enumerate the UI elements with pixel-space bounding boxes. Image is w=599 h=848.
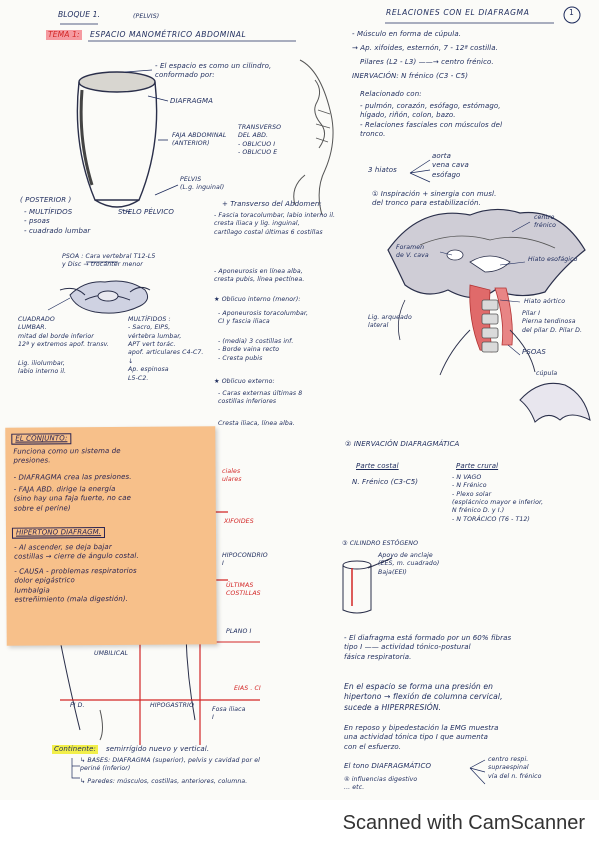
cilindro-heading: ③ CILINDRO ESTÓGENO — [342, 540, 419, 547]
influencias-text: ④ influencias digestivo ... etc. — [344, 776, 418, 792]
tono-branches: centro respi. supraespinal vía del n. fr… — [488, 756, 542, 780]
oblicuo-externo-description: - Caras externas últimas 8 costillas inf… — [218, 390, 303, 406]
camscanner-footer: Scanned with CamScanner — [0, 800, 599, 848]
plano-label: PLANO I — [226, 628, 252, 635]
reposo-text: En reposo y bipedestación la EMG muestra… — [344, 724, 499, 751]
cupula-label: cúpula — [536, 370, 558, 377]
faja-label: FAJA ABDOMINAL (ANTERIOR) — [172, 132, 227, 148]
inervacion-text: INERVACIÓN: N frénico (C3 - C5) — [352, 72, 469, 80]
posterior-list: - MULTÍFIDOS - psoas - cuadrado lumbar — [24, 208, 91, 235]
hipertono-description: - Al ascender, se deja bajar costillas →… — [14, 542, 139, 562]
parte-costal-heading: Parte costal — [356, 462, 399, 470]
fosa-iliaca-label: Fosa iliaca I — [212, 706, 246, 722]
oblicuo-interno-description: - Aponeurosis toracolumbar, CI y fascia … — [218, 310, 309, 326]
eias-label: EIAS . CI — [234, 685, 261, 692]
diafragma-label: DIAFRAGMA — [170, 97, 214, 105]
relaciones-title: RELACIONES CON EL DIAFRAGMA — [386, 8, 530, 17]
parte-costal-nerve: N. Frénico (C3-C5) — [352, 478, 419, 486]
transverso-title: + Transverso del Abdomen: — [222, 200, 322, 208]
cupula-sketch — [519, 382, 591, 423]
ultimas-costillas-label: ÚLTIMAS COSTILLAS — [226, 582, 261, 598]
hiatos-label: 3 hiatos — [368, 166, 397, 174]
hipertono-heading: HIPERTONO DIAFRAGM. — [11, 527, 106, 540]
centro-frenico-label: centro frénico — [534, 214, 557, 230]
ligamento-arqueado-label: Lig. arqueado lateral — [368, 314, 412, 330]
watermark-text: Scanned with CamScanner — [342, 812, 585, 834]
inervacion-diafragmatica-title: ② INERVACIÓN DIAFRAGMÁTICA — [345, 440, 460, 448]
suelo-label: SUELO PÉLVICO — [118, 208, 174, 216]
relacionado-label: Relacionado con: — [360, 90, 422, 98]
conjunto-heading: EL CONJUNTO: — [11, 433, 72, 446]
aponeurosis-text: - Aponeurosis en línea alba, cresta pubi… — [214, 268, 305, 284]
tema-title: ESPACIO MANOMÉTRICO ABDOMINAL — [90, 30, 247, 39]
sketch-layer — [47, 6, 591, 785]
hiatos-list: aorta vena cava esófago — [432, 152, 469, 179]
cilindro-notes: Apoyo de anclaje (EES, m. cuadrado) Baja… — [378, 552, 440, 576]
skeleton-sketch — [293, 59, 334, 216]
pilares-labels: Pilar I Pierna tendinosa del pilar D. Pi… — [522, 310, 583, 334]
psoa-note: PSOA : Cara vertebral T12-L5 y Disc → tr… — [62, 253, 156, 269]
diaphragm-drawing — [387, 208, 586, 376]
espacio-description: - El espacio es como un cilindro, confor… — [155, 62, 272, 80]
oblicuo-interno-insertion: - (media) 3 costillas inf. - Borde vaina… — [218, 338, 294, 362]
diafragma-pressure-line: - DIAFRAGMA crea las presiones. — [13, 472, 132, 482]
inspiracion-text: ① Inspiración + sinergia con musl. del t… — [372, 190, 497, 208]
hiato-esofagico-label: Hiato esofágico — [528, 256, 578, 263]
regions-red-heading: ciales ulares — [222, 468, 242, 484]
hipogastrio-label: HIPOGASTRIO — [150, 702, 194, 709]
relacionado-list: - pulmón, corazón, esófago, estómago, hí… — [360, 102, 503, 139]
sticky-note: EL CONJUNTO: Funciona como un sistema de… — [5, 426, 217, 646]
oblicuo-externo-insertion: Cresta iliaca, línea alba. — [218, 420, 295, 427]
scanned-page: BLOQUE 1. (PELVIS) TEMA 1: ESPACIO MANOM… — [5, 6, 591, 792]
bases-text: ↳ BASES: DIAFRAGMA (superior), pelvis y … — [80, 757, 260, 773]
umbilical-label: UMBILICAL — [94, 650, 129, 657]
hipocondrio-label: HIPOCONDRIO I — [222, 552, 268, 568]
tema-label: TEMA 1: — [46, 30, 82, 41]
oblicuo-interno-title: ★ Oblicuo interno (menor): — [214, 296, 301, 303]
faja-muscles: TRANSVERSO DEL ABD. - OBLICUO I - OBLICU… — [238, 124, 282, 157]
continente-description: semirrígido nuevo y vertical. — [106, 745, 210, 753]
musculo-cupula: - Músculo en forma de cúpula. — [352, 30, 462, 38]
parte-crural-heading: Parte crural — [456, 462, 499, 470]
pelvis-label: PELVIS (L.g. inguinal) — [180, 176, 225, 192]
espacio-presion-text: En el espacio se forma una presión en hi… — [344, 682, 503, 712]
multifidos-description: MULTÍFIDOS : - Sacro, EIPS, vértebra lum… — [128, 316, 204, 382]
vertebra-sketch — [59, 280, 151, 314]
posterior-label: ( POSTERIOR ) — [20, 196, 72, 204]
faja-energy-line: - FAJA ABD. dirige la energía (sino hay … — [13, 484, 132, 513]
paredes-text: ↳ Paredes: músculos, costillas, anterior… — [80, 778, 248, 785]
page-number: 1 — [569, 8, 574, 17]
tono-text: El tono DIAFRAGMÁTICO — [344, 762, 432, 770]
oblicuo-externo-title: ★ Oblicuo externo: — [214, 378, 275, 385]
fibras-text: - El diafragma está formado por un 60% f… — [344, 634, 512, 661]
cilindro-sketch — [342, 557, 393, 614]
pilares-text: Pilares (L2 - L3) ——→ centro frénico. — [360, 58, 494, 66]
continente-label: Continente: — [52, 745, 98, 755]
transverso-description: - Fascia toracolumbar, labio interno il.… — [214, 212, 336, 236]
conjunto-description: Funciona como un sistema de presiones. — [13, 446, 121, 466]
parte-crural-list: - N VAGO - N Frénico - Plexo solar (espl… — [452, 474, 544, 523]
cylinder-drawing — [76, 71, 158, 208]
hipertono-causes: - CAUSA - problemas respiratorios dolor … — [14, 566, 137, 604]
cuadrado-description: CUADRADO LUMBAR. mitad del borde inferio… — [18, 316, 109, 349]
hiato-aortico-label: Hiato aórtico — [524, 298, 566, 305]
xifoides-label: XIFOIDES — [224, 518, 254, 525]
foramen-vena-cava-label: Foramen de V. cava — [396, 244, 429, 260]
psoas-label: PSOAS — [522, 348, 546, 356]
pelvis-note: (PELVIS) — [133, 13, 160, 20]
origen-xifoides: → Ap. xifoides, esternón, 7 - 12ª costil… — [352, 44, 498, 52]
fid-label: FI D. — [70, 702, 85, 709]
page-number-circle — [563, 6, 581, 24]
cuadrado-insertion: Lig. iliolumbar, labio interno il. — [18, 360, 67, 376]
bloque-title: BLOQUE 1. — [58, 10, 101, 19]
